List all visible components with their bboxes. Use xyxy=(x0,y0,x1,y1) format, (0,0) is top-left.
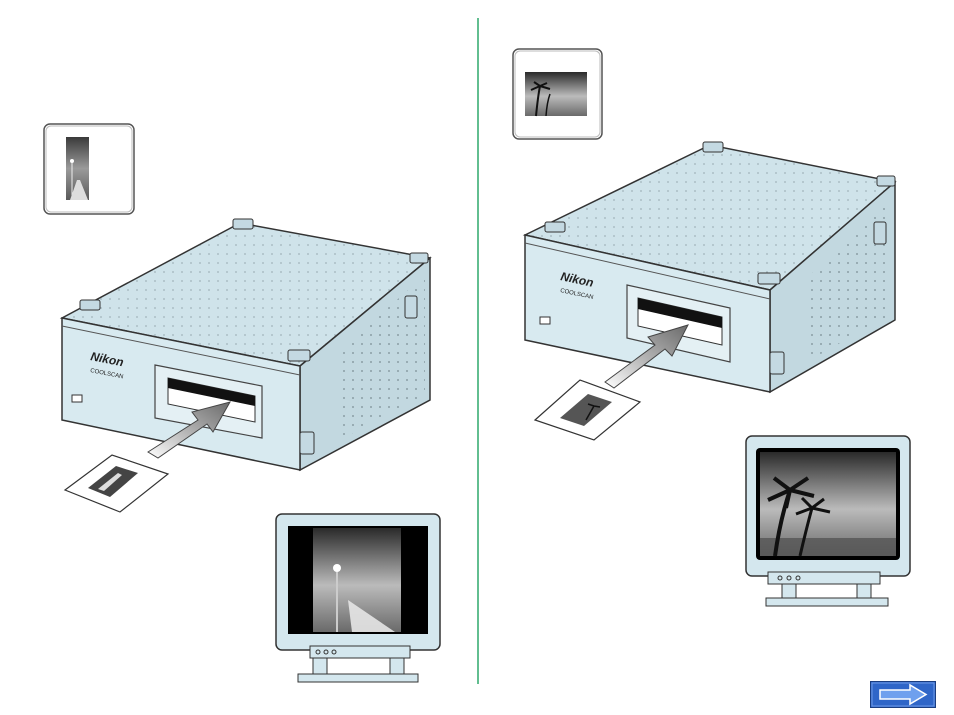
monitor-left xyxy=(276,514,440,682)
scanner-left: Nikon COOLSCAN xyxy=(62,219,430,470)
next-page-button[interactable] xyxy=(870,681,936,708)
slide-right xyxy=(535,380,640,440)
monitor-right xyxy=(746,436,910,606)
slide-left xyxy=(65,455,168,512)
landscape-slide-icon xyxy=(513,49,602,139)
right-arrow-icon xyxy=(870,681,936,708)
right-panel: Nikon COOLSCAN xyxy=(513,49,910,606)
scanner-right: Nikon COOLSCAN xyxy=(525,142,895,392)
portrait-slide-icon xyxy=(44,124,134,214)
left-panel: Nikon COOLSCAN xyxy=(44,124,440,682)
